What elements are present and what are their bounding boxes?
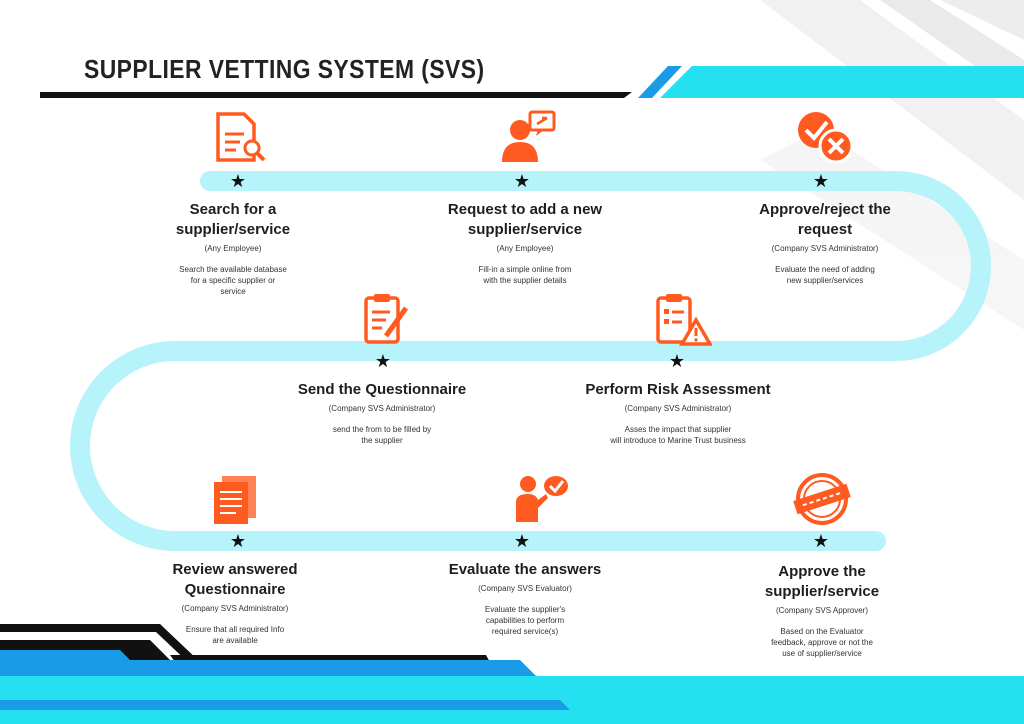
step-role: (Company SVS Administrator) xyxy=(624,404,732,413)
step-review-questionnaire: Review answered Questionnaire (Company S… xyxy=(135,560,335,646)
step-role: (Company SVS Administrator) xyxy=(328,404,436,413)
step-marker-star: ★ xyxy=(229,171,247,191)
step-marker-star: ★ xyxy=(812,531,830,551)
step-approve-reject: Approve/reject the request (Company SVS … xyxy=(725,200,925,286)
step-title: Review answered Questionnaire xyxy=(172,561,298,598)
step-description: Based on the Evaluator feedback, approve… xyxy=(771,627,873,658)
step-description: Asses the impact that supplier will intr… xyxy=(610,425,746,445)
title-underline-bar xyxy=(40,92,632,98)
step-role: (Company SVS Approver) xyxy=(775,606,869,615)
step-role: (Company SVS Administrator) xyxy=(771,244,879,253)
step-title: Perform Risk Assessment xyxy=(585,381,771,398)
step-role: (Company SVS Administrator) xyxy=(181,604,289,613)
step-description: Ensure that all required Info are availa… xyxy=(185,625,285,645)
step-role: (Any Employee) xyxy=(496,244,554,253)
document-search-icon xyxy=(214,110,266,171)
step-search: Search for a supplier/service (Any Emplo… xyxy=(133,200,333,297)
step-title: Request to add a new supplier/service xyxy=(447,201,603,238)
step-marker-star: ★ xyxy=(229,531,247,551)
step-request: Request to add a new supplier/service (A… xyxy=(415,200,635,286)
step-marker-star: ★ xyxy=(513,531,531,551)
step-risk-assessment: Perform Risk Assessment (Company SVS Adm… xyxy=(568,380,788,446)
step-description: Evaluate the supplier's capabilities to … xyxy=(484,605,566,636)
approve-reject-icon xyxy=(794,108,858,173)
step-marker-star: ★ xyxy=(513,171,531,191)
page-title: SUPPLIER VETTING SYSTEM (SVS) xyxy=(84,54,485,84)
step-title: Send the Questionnaire xyxy=(297,381,467,398)
bottom-decor xyxy=(0,624,1024,724)
person-check-icon xyxy=(514,472,570,529)
clipboard-warning-icon xyxy=(654,292,714,353)
step-description: Fill-in a simple online from with the su… xyxy=(478,265,572,285)
step-evaluate: Evaluate the answers (Company SVS Evalua… xyxy=(415,560,635,637)
user-request-icon xyxy=(500,110,558,171)
step-send-questionnaire: Send the Questionnaire (Company SVS Admi… xyxy=(272,380,492,446)
step-role: (Company SVS Evaluator) xyxy=(478,584,572,593)
header-cyan-band xyxy=(660,66,1024,98)
documents-icon xyxy=(212,474,260,531)
approved-stamp-icon xyxy=(790,472,854,531)
step-marker-star: ★ xyxy=(668,351,686,371)
step-title: Approve/reject the request xyxy=(759,201,891,238)
step-description: Search the available database for a spec… xyxy=(179,265,287,296)
step-marker-star: ★ xyxy=(812,171,830,191)
step-approve-supplier: Approve the supplier/service (Company SV… xyxy=(722,562,922,659)
step-title: Evaluate the answers xyxy=(448,561,602,578)
step-title: Approve the supplier/service xyxy=(764,563,880,600)
step-title: Search for a supplier/service xyxy=(175,201,291,238)
process-path xyxy=(70,171,991,551)
step-description: send the from to be filled by the suppli… xyxy=(332,425,432,445)
step-description: Evaluate the need of adding new supplier… xyxy=(775,265,875,285)
header-blue-stripe xyxy=(638,66,682,98)
step-role: (Any Employee) xyxy=(204,244,262,253)
step-marker-star: ★ xyxy=(374,351,392,371)
clipboard-pen-icon xyxy=(362,292,410,351)
